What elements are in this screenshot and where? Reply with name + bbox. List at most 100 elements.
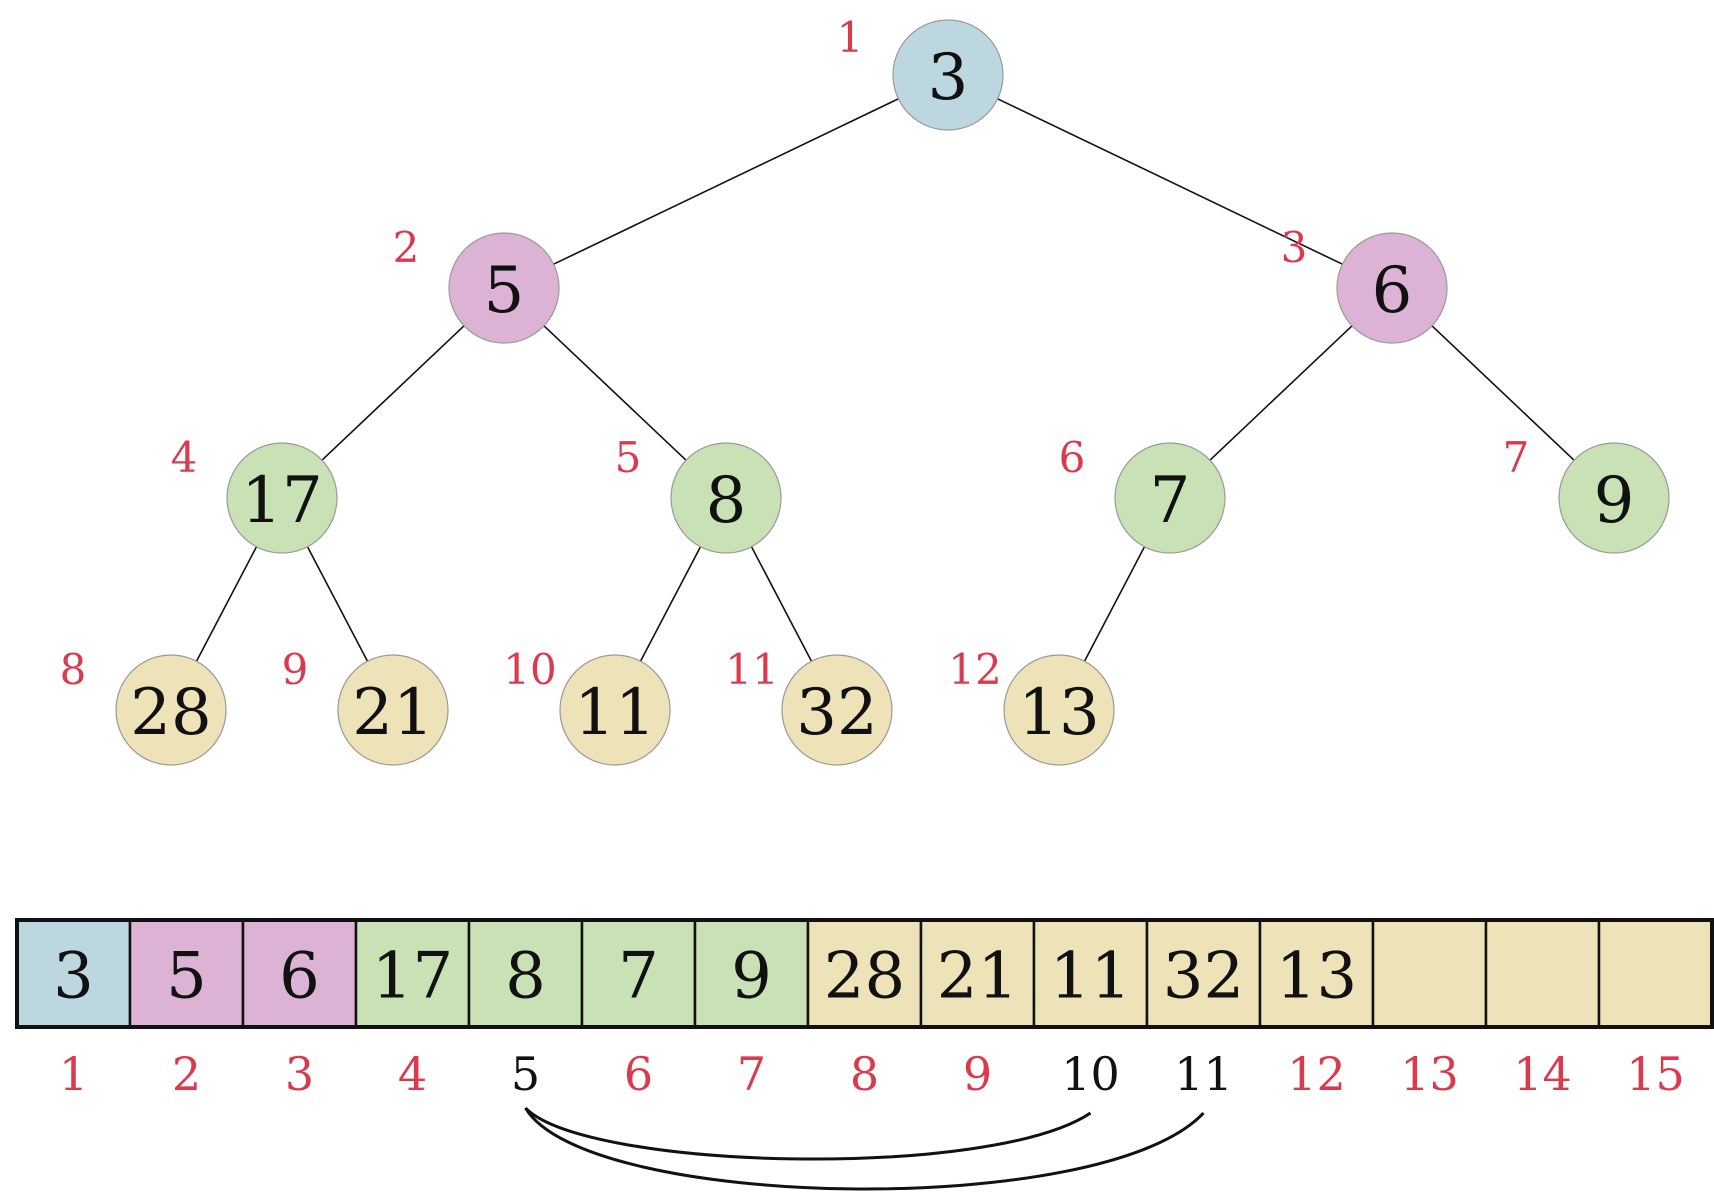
- tree-node-8: 28 8: [60, 645, 227, 766]
- array-cell-14: [1484, 918, 1601, 1029]
- tree-node-11: 32 11: [725, 645, 893, 766]
- array-cell-6: 7: [580, 918, 697, 1029]
- node-circle: [1003, 654, 1115, 766]
- cell-box: [1597, 918, 1714, 1029]
- node-value: 7: [1150, 464, 1191, 538]
- node-circle: [226, 442, 338, 554]
- array-cell-11: 32: [1145, 918, 1262, 1029]
- node-index-label: 6: [1059, 433, 1086, 482]
- edge-6-12: [1083, 546, 1146, 662]
- node-circle: [670, 442, 782, 554]
- node-value: 32: [796, 676, 877, 750]
- array-cell-8: 28: [806, 918, 923, 1029]
- child-arcs: [524, 1106, 1205, 1191]
- cell-value: 3: [53, 940, 94, 1014]
- edge-1-2: [553, 98, 899, 265]
- array-index-1: 1: [59, 1047, 88, 1101]
- node-index-label: 11: [725, 645, 778, 694]
- cell-box: [354, 918, 471, 1029]
- tree-node-9: 219: [282, 645, 449, 766]
- cell-value: 5: [166, 940, 207, 1014]
- node-value: 6: [1372, 254, 1413, 328]
- cell-value: 17: [372, 940, 453, 1014]
- node-index-label: 1: [837, 13, 864, 62]
- edge-2-4: [321, 325, 465, 461]
- node-index-label: 8: [60, 645, 87, 694]
- array-index-4: 4: [398, 1047, 427, 1101]
- cell-value: 28: [824, 940, 905, 1014]
- array-cell-7: 9: [693, 918, 810, 1029]
- tree-node-3: 63: [1281, 223, 1448, 344]
- cell-value: 32: [1163, 940, 1244, 1014]
- array-cell-5: 8: [467, 918, 584, 1029]
- edge-5-10: [639, 546, 702, 662]
- cell-box: [1484, 918, 1601, 1029]
- cell-box: [919, 918, 1036, 1029]
- cell-value: 21: [937, 940, 1018, 1014]
- array-index-13: 13: [1400, 1047, 1459, 1101]
- array-cell-1: 3: [15, 918, 132, 1029]
- node-index-label: 5: [615, 433, 642, 482]
- tree-edges: [195, 98, 1575, 662]
- tree-node-4: 174: [171, 433, 338, 554]
- node-circle: [1114, 442, 1226, 554]
- array-cell-2: 5: [128, 918, 245, 1029]
- node-value: 28: [130, 676, 211, 750]
- array-index-7: 7: [737, 1047, 766, 1101]
- node-index-label: 12: [948, 645, 1001, 694]
- tree-node-7: 97: [1503, 433, 1670, 554]
- array-index-9: 9: [963, 1047, 992, 1101]
- cell-box: [1032, 918, 1149, 1029]
- node-index-label: 2: [393, 223, 420, 272]
- cell-box: [15, 918, 132, 1029]
- array-index-6: 6: [624, 1047, 653, 1101]
- node-circle: [448, 232, 560, 344]
- array-frame: [15, 918, 1714, 1029]
- array-index-10: 10: [1061, 1047, 1120, 1101]
- tree-node-5: 85: [615, 433, 782, 554]
- node-circle: [115, 654, 227, 766]
- node-value: 3: [928, 41, 969, 115]
- tree-node-6: 76: [1059, 433, 1226, 554]
- edge-1-3: [997, 98, 1343, 265]
- cell-value: 13: [1276, 940, 1357, 1014]
- node-value: 5: [484, 254, 525, 328]
- array-index-12: 12: [1287, 1047, 1346, 1101]
- array-index-14: 14: [1513, 1047, 1572, 1101]
- cell-box: [1371, 918, 1488, 1029]
- array-cell-12: 13: [1258, 918, 1375, 1029]
- array-index-15: 15: [1626, 1047, 1685, 1101]
- cell-box: [128, 918, 245, 1029]
- array-index-2: 2: [172, 1047, 201, 1101]
- cell-value: 9: [731, 940, 772, 1014]
- node-index-label: 10: [503, 645, 556, 694]
- array-cell-3: 6: [241, 918, 358, 1029]
- cell-value: 8: [505, 940, 546, 1014]
- edge-4-9: [306, 546, 369, 662]
- node-index-label: 3: [1281, 223, 1308, 272]
- arc-5-11: [524, 1107, 1205, 1191]
- edge-5-11: [750, 546, 813, 662]
- edge-3-7: [1431, 325, 1575, 461]
- node-circle: [1558, 442, 1670, 554]
- node-value: 8: [706, 464, 747, 538]
- node-index-label: 9: [282, 645, 309, 694]
- tree-node-2: 52: [393, 223, 560, 344]
- array-cell-4: 17: [354, 918, 471, 1029]
- edge-4-8: [195, 546, 258, 662]
- array-cell-9: 21: [919, 918, 1036, 1029]
- array-index-5: 5: [511, 1047, 540, 1101]
- arc-5-10: [524, 1106, 1092, 1161]
- array-index-3: 3: [285, 1047, 314, 1101]
- cell-box: [580, 918, 697, 1029]
- node-circle: [337, 654, 449, 766]
- edge-2-5: [543, 325, 687, 461]
- array-index-11: 11: [1174, 1047, 1233, 1101]
- cell-box: [467, 918, 584, 1029]
- node-value: 9: [1594, 464, 1635, 538]
